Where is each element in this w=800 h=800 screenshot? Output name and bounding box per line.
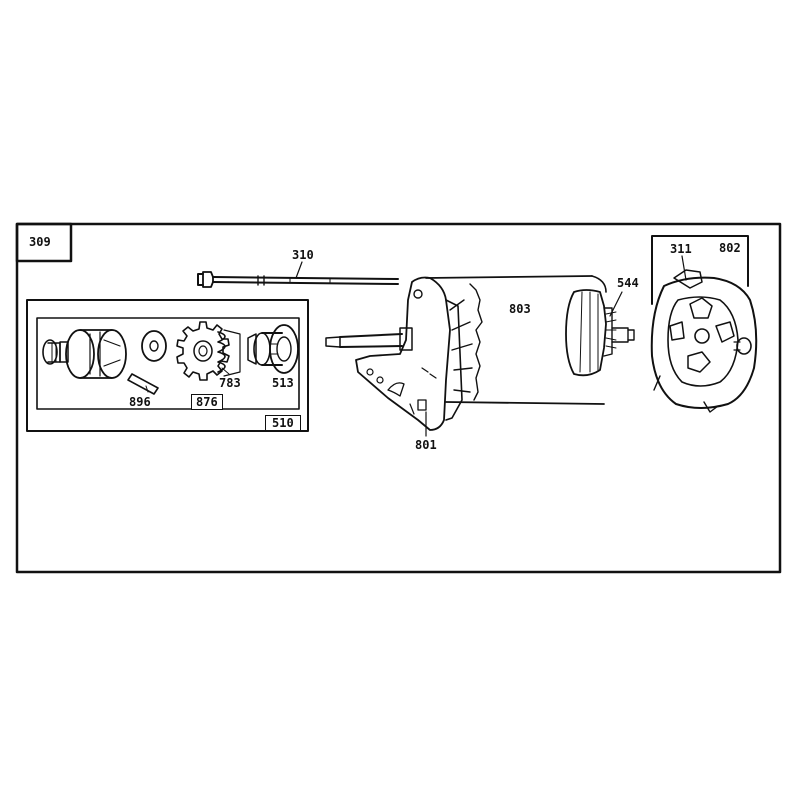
through-bolt [197,271,399,288]
part-label-803: 803 [509,302,531,316]
leader-783 [221,367,230,375]
armature [565,289,635,377]
assembly-label-309: 309 [29,235,51,249]
outer-frame [15,222,782,574]
part-label-783: 783 [219,376,241,390]
motor-housing [425,275,607,405]
part-label-513: 513 [272,376,294,390]
end-cap-label-box [651,235,749,305]
assembly-label-box [15,222,73,263]
leader-311 [681,255,687,281]
drive-clutch [42,329,127,379]
part-label-311: 311 [670,242,692,256]
pinion-gear [176,321,230,381]
sub-assembly-frame [26,299,309,432]
commutator-end-cap [650,269,758,413]
part-label-801: 801 [415,438,437,452]
leader-896 [145,385,149,393]
sub-assembly-label-510: 510 [265,415,301,431]
sub-assembly-inner-frame [36,317,300,410]
part-label-896: 896 [129,395,151,409]
part-label-802: 802 [719,241,741,255]
part-label-876: 876 [191,394,223,410]
drive-spring [217,329,241,377]
part-label-544: 544 [617,276,639,290]
drive-end-cap [325,276,473,431]
part-label-310: 310 [292,248,314,262]
leader-310 [295,261,303,279]
washer [141,330,167,362]
leader-544 [609,291,623,317]
key-pin [127,373,159,395]
stop-collar [247,324,299,374]
